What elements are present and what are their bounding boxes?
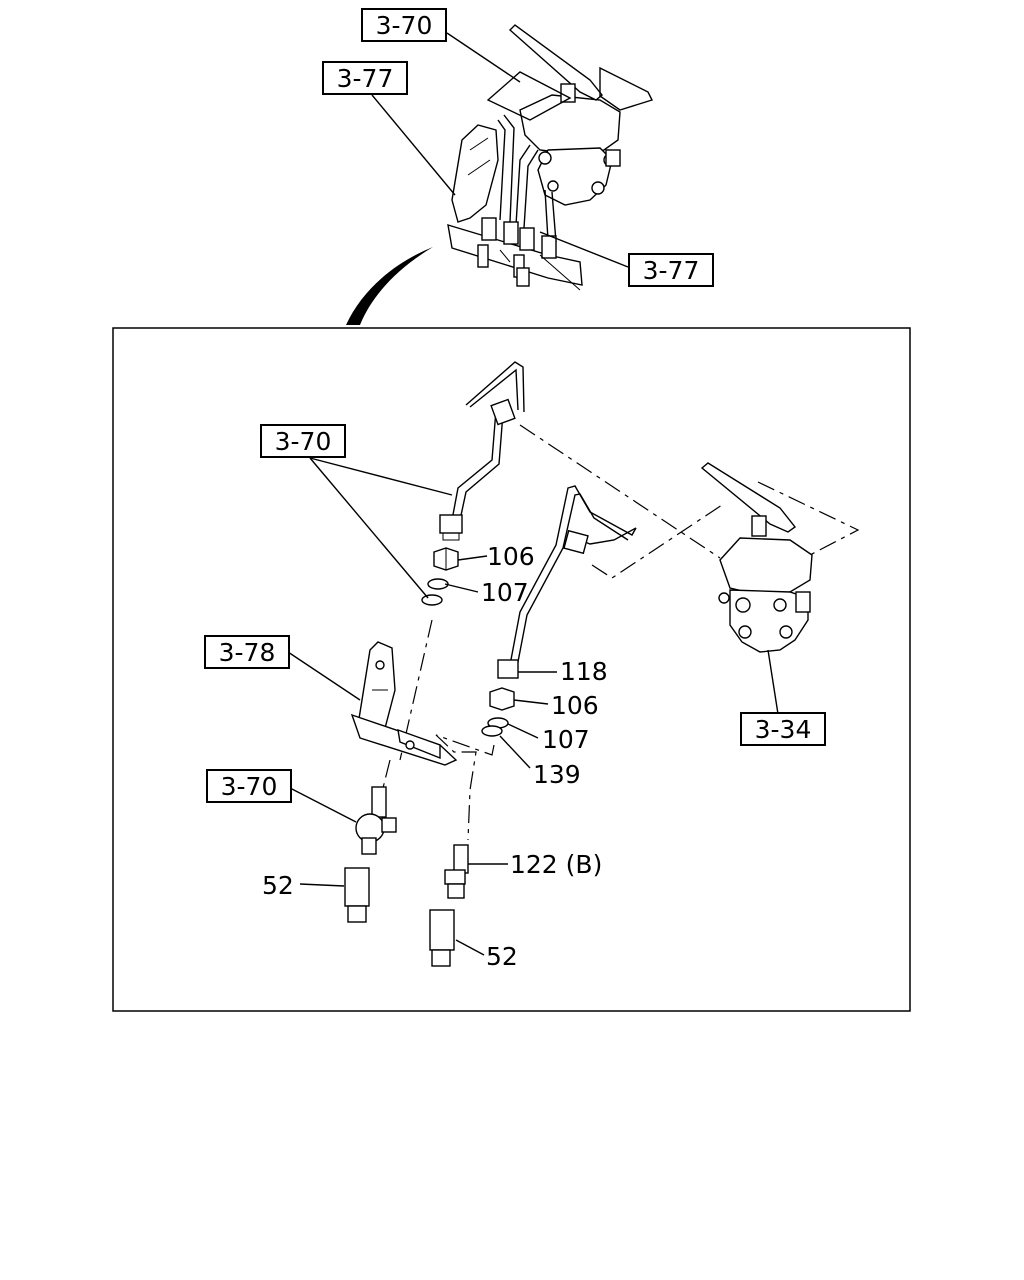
part-52-right xyxy=(429,909,455,967)
brake-valve xyxy=(700,462,813,653)
pipe-lower xyxy=(497,485,637,679)
part-52-left xyxy=(344,867,370,923)
callout-detail-3-70-upper[interactable]: 3-70 xyxy=(260,424,346,458)
overview-assembly xyxy=(371,24,653,291)
pipe-upper xyxy=(439,361,525,541)
svg-text:3-70: 3-70 xyxy=(221,772,278,801)
callout-detail-3-34[interactable]: 3-34 xyxy=(740,712,826,746)
fitting-122b xyxy=(444,844,469,899)
bracket xyxy=(350,641,458,766)
label-107-upper: 107 xyxy=(481,578,529,607)
callout-top-3-70[interactable]: 3-70 xyxy=(361,8,447,42)
label-118: 118 xyxy=(560,657,608,686)
callout-top-3-77-right[interactable]: 3-77 xyxy=(628,253,714,287)
nut-106-upper xyxy=(433,547,459,571)
callout-detail-3-78[interactable]: 3-78 xyxy=(204,635,290,669)
label-52-right: 52 xyxy=(486,942,518,971)
label-52-left: 52 xyxy=(262,871,294,900)
svg-text:3-77: 3-77 xyxy=(337,64,394,93)
nut-106-lower xyxy=(489,687,515,711)
detail-frame xyxy=(112,327,911,1012)
svg-text:3-34: 3-34 xyxy=(755,715,812,744)
washer-107-upper-2 xyxy=(421,594,443,606)
svg-text:3-70: 3-70 xyxy=(275,427,332,456)
label-122b: 122 (B) xyxy=(510,850,602,879)
washer-107-upper xyxy=(427,578,449,590)
label-107-lower: 107 xyxy=(542,725,590,754)
leaders xyxy=(287,457,779,956)
callout-top-3-77-left[interactable]: 3-77 xyxy=(322,61,408,95)
svg-text:3-77: 3-77 xyxy=(643,256,700,285)
detail-arrow xyxy=(346,247,433,325)
svg-text:3-78: 3-78 xyxy=(219,638,276,667)
label-139: 139 xyxy=(533,760,581,789)
label-106-lower: 106 xyxy=(551,691,599,720)
washer-139 xyxy=(481,725,503,737)
svg-text:3-70: 3-70 xyxy=(376,11,433,40)
label-106-upper: 106 xyxy=(487,542,535,571)
callout-detail-3-70-lower[interactable]: 3-70 xyxy=(206,769,292,803)
assembly-lines xyxy=(379,424,860,841)
tee-fitting xyxy=(355,786,397,855)
